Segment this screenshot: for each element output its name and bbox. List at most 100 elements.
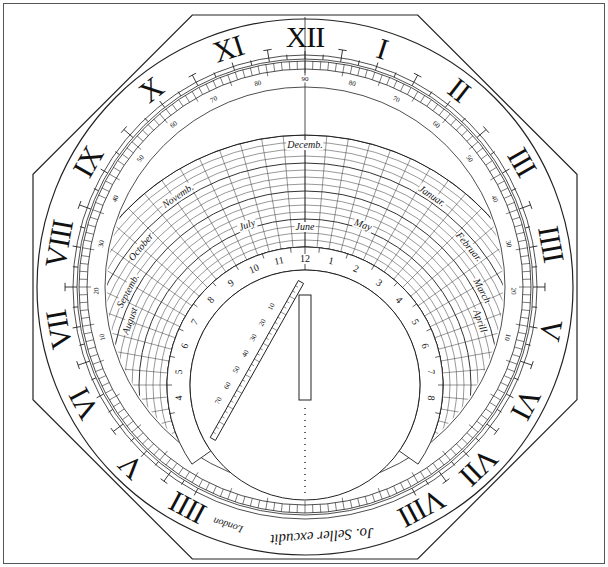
hour-numeral: VII [454, 443, 503, 491]
inner-hour-number: 4 [393, 294, 405, 306]
gnomon-rule [284, 307, 287, 308]
degree-tick [137, 136, 143, 141]
octagon-plate [33, 15, 577, 559]
degree-tick [512, 217, 520, 219]
inner-hour-number: 8 [205, 294, 217, 306]
gnomon-rule [228, 406, 233, 409]
degree-tick [99, 195, 106, 198]
degree-tick [506, 210, 517, 214]
altitude-grid [384, 179, 449, 272]
degree-tick [274, 63, 275, 71]
degree-tick [394, 81, 397, 88]
degree-tick [84, 240, 92, 242]
degree-tick [297, 61, 298, 69]
degree-tick [469, 142, 478, 150]
inner-circle [190, 270, 420, 500]
inner-hour-number: 9 [225, 277, 237, 289]
hour-tick [145, 118, 148, 122]
inner-hour-number: 1 [327, 256, 336, 267]
hour-tick [73, 306, 78, 307]
altitude-grid [62, 421, 172, 451]
degree-tick [421, 472, 425, 479]
hour-tick [544, 283, 545, 291]
altitude-grid [125, 205, 485, 565]
degree-tick [490, 403, 497, 407]
degree-tick [258, 500, 260, 508]
hour-band [262, 254, 264, 259]
degree-tick [372, 494, 374, 502]
month-name: June [295, 222, 316, 232]
degree-tick [335, 63, 336, 71]
degree-tick [297, 505, 298, 513]
hour-tick [414, 73, 421, 77]
hour-band [318, 248, 320, 253]
degree-number: 50 [136, 153, 147, 164]
dotted-line [305, 408, 306, 496]
hour-band [179, 329, 184, 331]
hour-tick [443, 479, 450, 484]
gnomon-rule [234, 396, 237, 397]
gnomon-rule [257, 354, 260, 355]
degree-tick [521, 256, 529, 257]
gnomon-scale-number: 10 [267, 301, 278, 312]
degree-tick [160, 451, 168, 460]
hour-numeral: X [134, 72, 169, 108]
hour-numeral: XI [209, 30, 246, 68]
degree-tick [477, 421, 483, 426]
altitude-grid [261, 137, 281, 249]
degree-number: 60 [168, 120, 179, 131]
degree-tick [515, 347, 523, 349]
month-name: March [471, 276, 493, 306]
degree-tick [517, 340, 525, 342]
hour-tick [267, 50, 269, 62]
hour-tick [263, 49, 271, 50]
degree-tick [518, 240, 526, 242]
hour-band [394, 282, 397, 286]
degree-tick [327, 504, 329, 512]
frame [4, 4, 605, 564]
degree-tick [142, 130, 148, 136]
degree-tick [486, 409, 493, 413]
degree-tick [228, 488, 232, 499]
degree-tick [258, 66, 260, 74]
altitude-grid [83, 163, 527, 567]
degree-tick [80, 271, 88, 273]
degree-tick [81, 317, 89, 318]
gnomon-rule [287, 301, 290, 302]
degree-tick [522, 302, 530, 304]
hour-tick [358, 60, 359, 65]
hour-band [346, 254, 348, 259]
degree-tick [451, 119, 456, 125]
degree-tick [490, 167, 497, 171]
degree-tick [206, 84, 210, 91]
inner-hour-number: 5 [174, 368, 185, 376]
degree-tick [113, 403, 120, 407]
degree-tick [80, 309, 88, 311]
degree-tick [456, 124, 462, 130]
hour-tick [476, 438, 480, 441]
hour-tick [529, 201, 532, 209]
hour-tick [439, 471, 446, 481]
degree-tick [462, 438, 468, 444]
degree-tick [312, 61, 313, 69]
degree-tick [467, 433, 473, 438]
degree-tick [192, 91, 198, 101]
degree-tick [289, 504, 291, 512]
hour-tick [494, 428, 499, 435]
degree-tick [342, 498, 344, 510]
inner-hour-number: 8 [425, 394, 436, 402]
hour-band [413, 304, 417, 307]
hour-tick [531, 361, 534, 369]
degree-tick [504, 376, 511, 379]
degree-tick [521, 317, 529, 318]
degree-tick [137, 433, 143, 438]
hour-band [170, 413, 175, 414]
degree-tick [93, 210, 104, 214]
degree-tick [206, 483, 210, 490]
altitude-grid [99, 240, 192, 305]
inner-hour-number: 12 [299, 254, 311, 264]
degree-tick [185, 472, 189, 479]
degree-tick [412, 91, 418, 101]
hour-band [372, 265, 375, 269]
gnomon-rule [210, 437, 215, 440]
